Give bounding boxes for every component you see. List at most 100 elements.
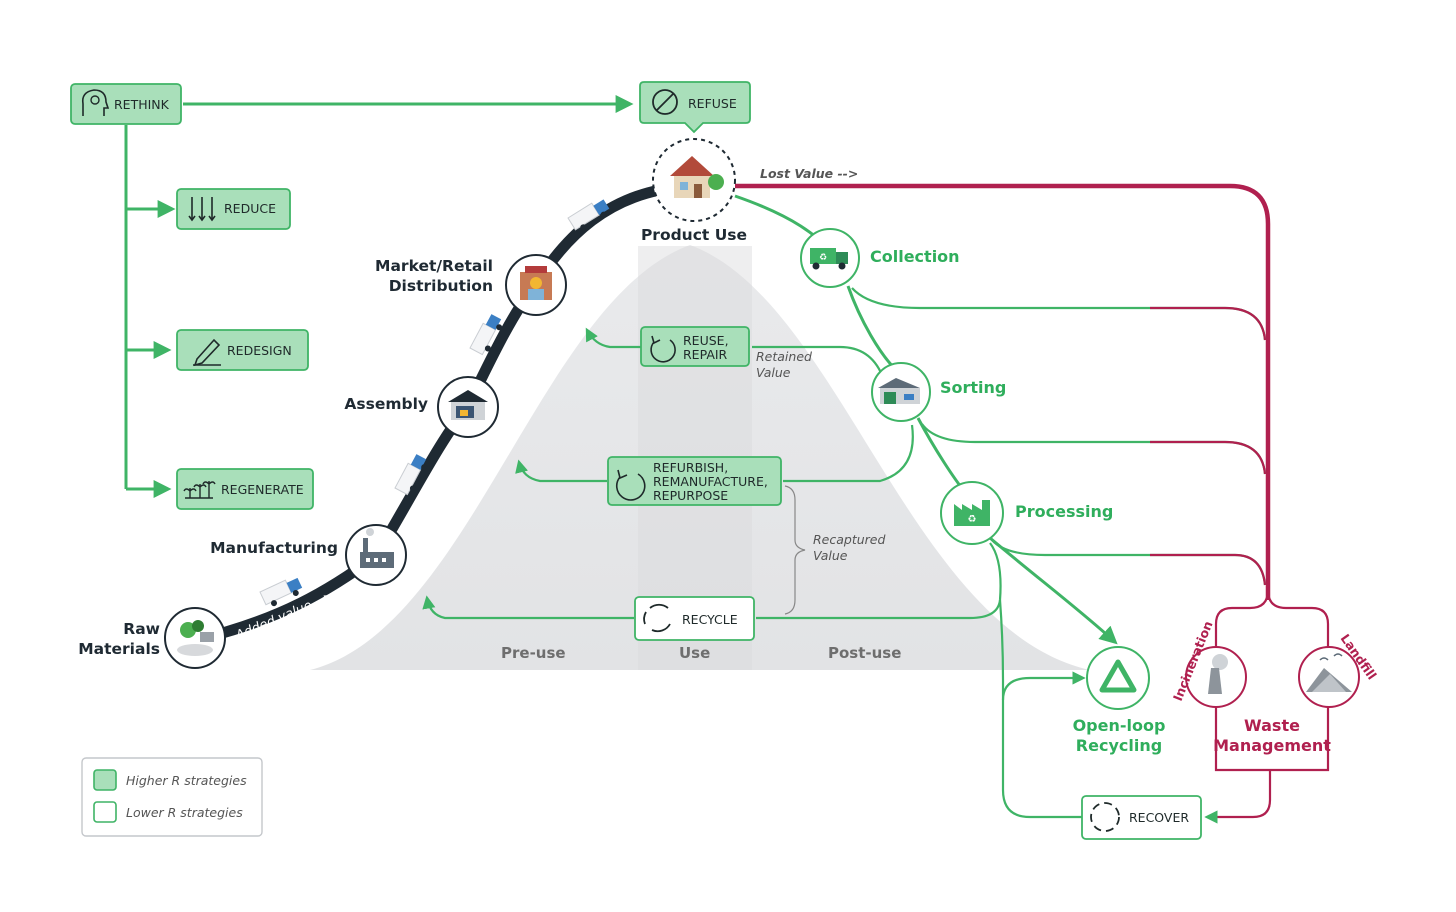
rethink-box: RETHINK (70, 83, 182, 125)
collection-label: Collection (870, 247, 960, 266)
recaptured-value-label-2: Value (813, 548, 848, 563)
sorting-node (871, 362, 931, 422)
processing-waste-red (1150, 553, 1267, 586)
processing-node: ♻ (940, 481, 1004, 545)
market-node (505, 254, 567, 316)
refurbish-return-arrow (515, 459, 607, 483)
cycle-icon (643, 603, 671, 633)
factory-icon (360, 528, 394, 568)
garbage-truck-icon: ♻ (810, 248, 848, 270)
open-loop-node (1086, 646, 1150, 710)
sprouts-icon (183, 481, 216, 499)
warehouse-icon (448, 390, 488, 420)
refuse-box: REFUSE (639, 81, 751, 134)
recycle-return-arrow (422, 595, 634, 620)
lost-value-line (735, 183, 1271, 600)
collection-node: ♻ (800, 228, 860, 288)
legend-higher-swatch (93, 769, 117, 791)
svg-text:REUSE,: REUSE, (683, 333, 729, 348)
sorting-to-reuse-line (752, 345, 884, 376)
manufacturing-node (345, 524, 407, 586)
pencil-icon (193, 338, 221, 367)
svg-text:REPURPOSE: REPURPOSE (653, 488, 728, 503)
landfill-node (1298, 646, 1360, 708)
svg-text:RECOVER: RECOVER (1129, 810, 1189, 825)
svg-text:REFURBISH,: REFURBISH, (653, 460, 728, 475)
recaptured-value-label-1: Recaptured (813, 532, 885, 547)
waste-to-recover-arrow (1204, 770, 1272, 824)
reuse-repair-box: REUSE, REPAIR (640, 326, 750, 367)
retained-value-label-2: Value (756, 365, 791, 380)
sorting-to-refurbish-line (783, 424, 914, 483)
manufacturing-label: Manufacturing (210, 539, 338, 557)
processing-waste-line (991, 539, 1267, 586)
recycle-box: RECYCLE (634, 596, 755, 641)
recycle-triangle-icon (1099, 659, 1137, 693)
redesign-box: REDESIGN (176, 329, 309, 371)
recover-box: RECOVER (1081, 795, 1202, 840)
processing-label: Processing (1015, 502, 1113, 521)
incineration-node (1185, 646, 1247, 708)
assembly-node (437, 376, 499, 438)
cycle-icon (650, 335, 676, 363)
sorting-waste-line (921, 423, 1267, 475)
raw-materials-label-1: Raw (123, 620, 160, 638)
svg-text:REDUCE: REDUCE (224, 201, 276, 216)
phase-pre-use: Pre-use (501, 644, 566, 662)
sorting-waste-red (1150, 440, 1267, 475)
collection-waste-red (1150, 306, 1267, 341)
assembly-label: Assembly (344, 395, 428, 413)
refurbish-box: REFURBISH, REMANUFACTURE, REPURPOSE (607, 456, 782, 506)
svg-text:REFUSE: REFUSE (688, 96, 737, 111)
svg-text:REMANUFACTURE,: REMANUFACTURE, (653, 474, 768, 489)
svg-text:REDESIGN: REDESIGN (227, 343, 292, 358)
legend-lower-swatch (93, 801, 117, 823)
product-use-label: Product Use (641, 226, 747, 244)
regenerate-box: REGENERATE (176, 468, 314, 510)
waste-management-label-2: Management (1213, 736, 1331, 755)
smokestack-icon (1208, 654, 1228, 694)
reduce-box: REDUCE (176, 188, 291, 230)
cycle-icon (615, 469, 646, 501)
legend-lower-label: Lower R strategies (126, 805, 243, 820)
recaptured-bracket (784, 485, 806, 615)
sorting-label: Sorting (940, 378, 1006, 397)
truck-icon (469, 314, 503, 356)
market-label-2: Distribution (389, 277, 493, 295)
truck-icon (567, 199, 610, 231)
market-label-1: Market/Retail (375, 257, 493, 275)
added-value-label: Added value --> (233, 589, 337, 644)
collection-waste-line (851, 287, 1267, 341)
svg-text:REGENERATE: REGENERATE (221, 482, 304, 497)
svg-text:RETHINK: RETHINK (114, 97, 170, 112)
recover-to-openloop-arrow (1001, 671, 1086, 701)
mining-icon (177, 620, 214, 656)
svg-text:♻: ♻ (819, 253, 827, 263)
legend: Higher R strategies Lower R strategies (81, 757, 263, 837)
svg-text:♻: ♻ (968, 514, 977, 525)
waste-management-frame (1214, 589, 1330, 772)
phase-use: Use (679, 644, 710, 662)
svg-text:REPAIR: REPAIR (683, 347, 728, 362)
raw-materials-node (164, 607, 226, 669)
retained-value-label-1: Retained (756, 349, 812, 364)
legend-higher-label: Higher R strategies (126, 773, 247, 788)
open-loop-label-2: Recycling (1076, 736, 1162, 755)
house-icon (670, 156, 724, 198)
truck-icon (259, 577, 303, 607)
arrows-down-icon (188, 197, 216, 222)
no-entry-icon (652, 89, 678, 115)
raw-materials-label-2: Materials (78, 640, 160, 658)
open-loop-label-1: Open-loop (1073, 716, 1166, 735)
store-icon (520, 266, 552, 300)
processing-to-openloop-arrow (989, 536, 1118, 645)
phase-post-use: Post-use (828, 644, 901, 662)
svg-text:RECYCLE: RECYCLE (682, 612, 738, 627)
lost-value-label: Lost Value --> (760, 166, 858, 181)
recover-line (998, 599, 1082, 819)
truck-icon (394, 454, 428, 496)
reuse-return-arrow (585, 327, 641, 349)
landfill-icon (1306, 653, 1352, 692)
recycle-factory-icon: ♻ (954, 500, 990, 526)
